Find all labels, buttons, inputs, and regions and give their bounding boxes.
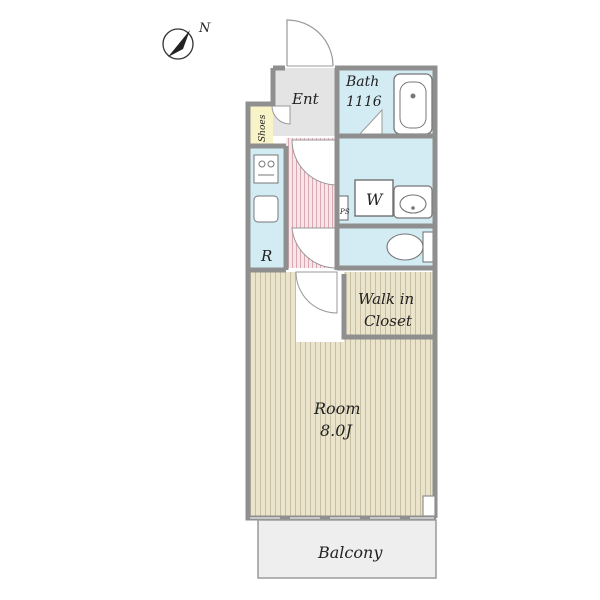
compass-north-arrow-icon	[168, 30, 190, 57]
label-washer: W	[366, 190, 384, 209]
label-walk-in-1: Walk in	[358, 290, 414, 308]
washing-machine-space-icon	[354, 179, 394, 217]
label-room: Room	[313, 399, 360, 418]
label-room-size: 8.0J	[320, 421, 353, 440]
bathtub-icon	[393, 73, 433, 135]
label-bath: Bath	[345, 74, 379, 90]
label-balcony: Balcony	[317, 543, 383, 562]
stove-icon	[253, 154, 279, 184]
balcony-outline	[257, 519, 437, 579]
label-entrance: Ent	[291, 90, 320, 108]
sink-icon	[253, 195, 279, 223]
label-shoes: Shoes	[258, 114, 268, 142]
toilet-icon	[386, 231, 434, 263]
interior-door-swings	[271, 105, 383, 314]
entrance-door	[286, 19, 334, 67]
label-refrigerator: R	[260, 247, 272, 265]
window-sash	[422, 495, 436, 517]
label-bath-size: 1116	[346, 94, 382, 110]
wash-basin-icon	[393, 185, 433, 219]
label-walk-in-2: Closet	[364, 312, 413, 330]
label-pipe-space: PS	[339, 208, 350, 216]
compass-label: N	[198, 21, 211, 36]
balcony	[258, 521, 436, 577]
refrigerator-space	[248, 238, 284, 268]
compass: N	[162, 21, 211, 60]
entrance-area	[273, 68, 337, 136]
shoes-cabinet	[248, 106, 273, 144]
